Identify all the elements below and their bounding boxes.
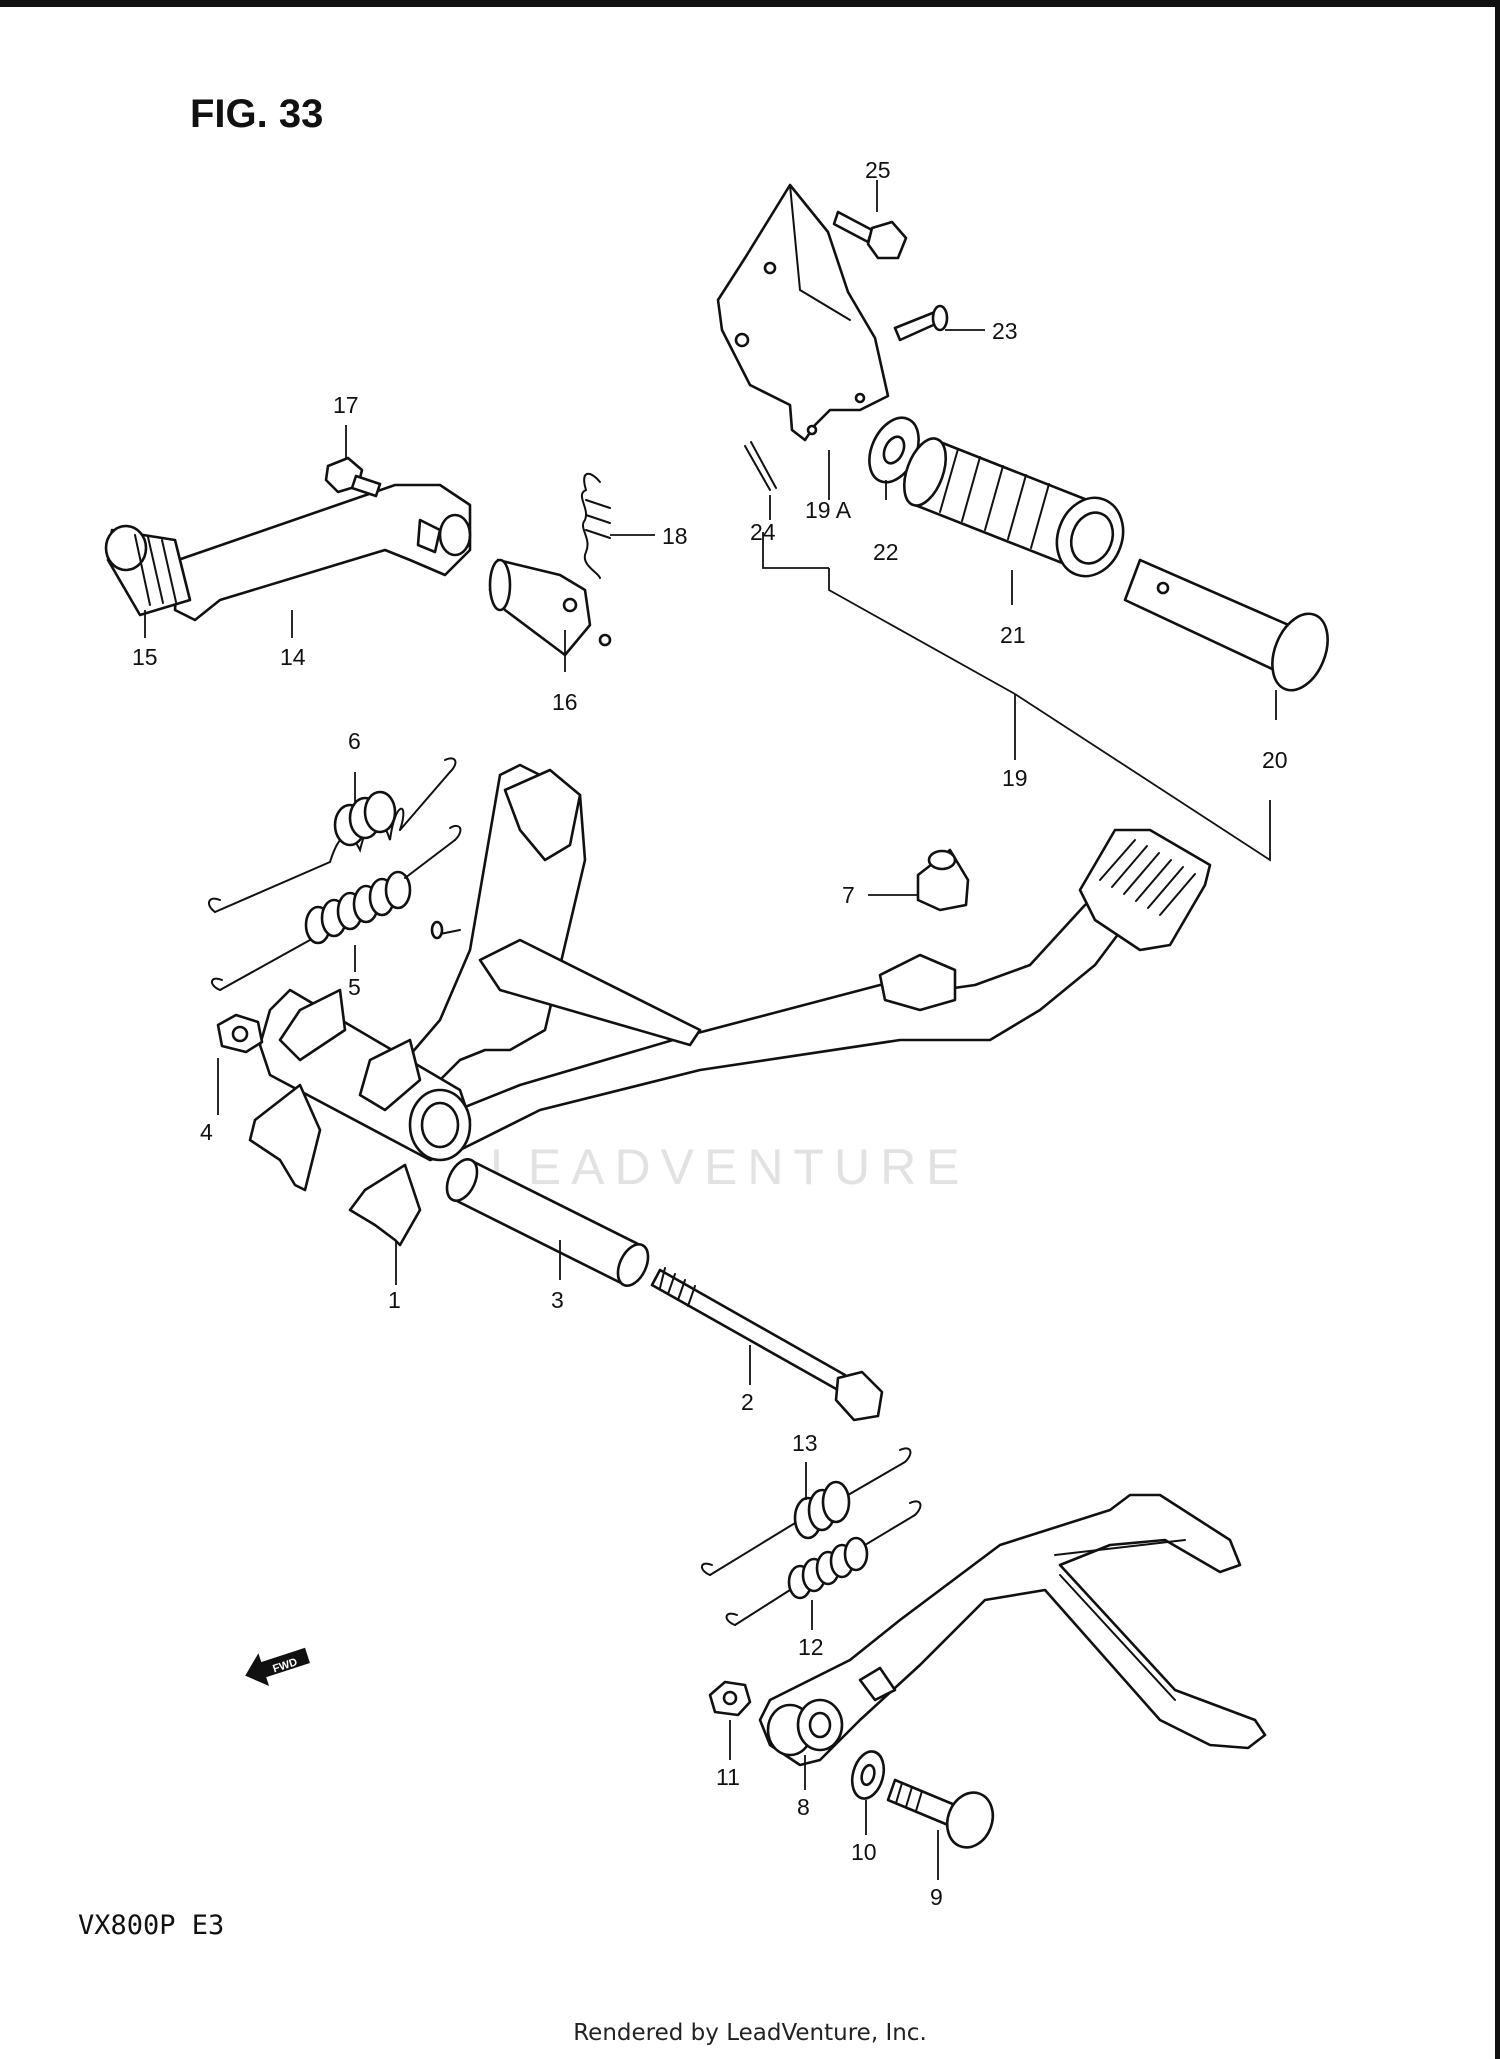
callout-labels: 25 23 17 18 24 19 A 22 21 20 19 15 14 16…: [132, 157, 1288, 1910]
nut-11: [708, 1680, 752, 1717]
callout-16: 16: [552, 689, 578, 715]
nut-4: [216, 1013, 264, 1054]
callout-12: 12: [798, 1634, 824, 1660]
lever-14: [173, 483, 472, 622]
callout-22: 22: [873, 539, 899, 565]
callout-8: 8: [797, 1794, 810, 1820]
clevis-pin-23: [893, 304, 949, 342]
callout-19a: 19 A: [805, 497, 852, 523]
callout-19: 19: [1002, 765, 1028, 791]
spring-18: [580, 472, 611, 579]
callout-23: 23: [992, 318, 1018, 344]
callout-1: 1: [388, 1287, 401, 1313]
spring-6: [208, 757, 457, 913]
model-code: VX800P E3: [78, 1910, 225, 1941]
stopper-rubber-7: [916, 848, 970, 912]
washer-10: [850, 1750, 886, 1800]
callout-4: 4: [200, 1119, 213, 1145]
shaft-pipe-3: [445, 1158, 650, 1287]
cotter-pin-24: [744, 441, 777, 491]
bolt-2: [650, 1267, 884, 1422]
callout-3: 3: [551, 1287, 564, 1313]
callout-13: 13: [792, 1430, 818, 1456]
watermark-text: LEADVENTURE: [490, 1139, 970, 1195]
leader-lines: [144, 180, 1277, 1880]
pivot-bolt-9: [886, 1778, 995, 1849]
callout-2: 2: [741, 1389, 754, 1415]
footrest-bracket-19a: [716, 183, 890, 442]
bolt-25: [832, 210, 908, 260]
callout-15: 15: [132, 644, 158, 670]
pedal-rubber-15: [104, 524, 192, 617]
center-stand-1: [248, 763, 1212, 1247]
top-border: [0, 0, 1500, 7]
spring-5: [211, 824, 462, 991]
bolt-17: [324, 456, 382, 498]
footpeg-pin-20: [1123, 558, 1329, 692]
callout-24: 24: [750, 519, 776, 545]
figure-title: FIG. 33: [190, 92, 324, 136]
callout-21: 21: [1000, 622, 1026, 648]
callout-18: 18: [662, 523, 688, 549]
callout-7: 7: [842, 882, 855, 908]
callout-14: 14: [280, 644, 306, 670]
callout-20: 20: [1262, 747, 1288, 773]
callout-5: 5: [348, 974, 361, 1000]
right-border: [1495, 0, 1500, 2059]
pivot-16: [488, 558, 612, 657]
callout-17: 17: [333, 392, 359, 418]
forward-arrow-icon: FWD: [245, 1647, 310, 1687]
callout-25: 25: [865, 157, 891, 183]
side-stand-8: [758, 1493, 1267, 1767]
footpeg-rubber-21: [902, 437, 1125, 578]
callout-11: 11: [716, 1764, 740, 1790]
callout-9: 9: [930, 1884, 943, 1910]
callout-10: 10: [851, 1839, 877, 1865]
footer-credit: Rendered by LeadVenture, Inc.: [573, 2020, 927, 2046]
callout-6: 6: [348, 728, 361, 754]
spring-13: [701, 1447, 912, 1576]
spring-12: [725, 1500, 922, 1626]
washer-22: [868, 416, 920, 484]
